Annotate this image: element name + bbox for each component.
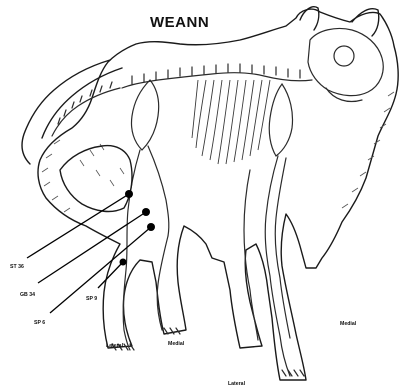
label-lateral-hind: Lateral [106,343,124,349]
label-medial-hind: Medial [168,341,185,347]
ribcage [192,80,270,164]
label-lateral-front: Lateral [228,381,246,387]
leader-line-gb34 [38,212,146,283]
hind-leg-bones-tibia [157,236,168,330]
label-sp6: SP 6 [34,320,45,326]
leader-line-st36 [27,194,129,258]
hind-leg-bones-femur [148,146,169,236]
diagram-title: WEANN [150,14,209,31]
tail-vertebrae-marks [58,82,112,124]
leader-line-sp6 [50,227,151,313]
acupoint-st36-dot [125,190,133,198]
label-st36: ST 36 [10,264,24,270]
label-sp9: SP 9 [86,296,97,302]
acupoint-gb34-dot [142,208,150,216]
label-gb34: GB 34 [20,292,35,298]
scapula-bone [269,84,292,156]
eye-orbit [334,46,354,66]
acupoint-sp9-dot [120,259,127,266]
cat-tail-outline [22,60,110,164]
label-medial-front: Medial [340,321,357,327]
hind-leg-inner-outline [60,146,132,212]
skull-bone [308,28,383,95]
front-paw-bones [282,370,304,376]
acupoint-sp6-dot [147,223,155,231]
pelvis-bone [131,80,158,150]
front-leg-bones-left-2 [275,158,290,338]
